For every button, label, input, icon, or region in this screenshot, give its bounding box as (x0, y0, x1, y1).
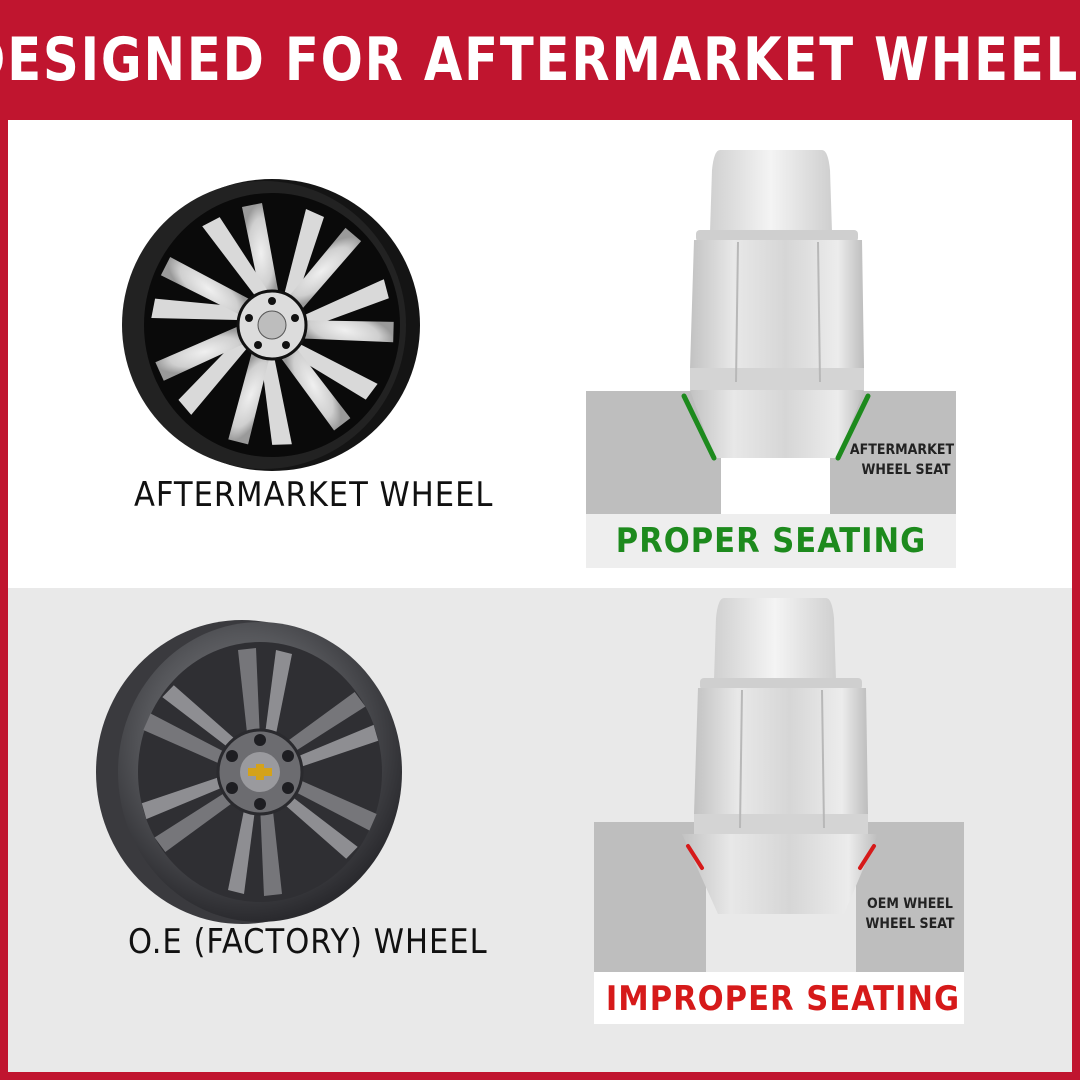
aftermarket-seat-label-line2: WHEEL SEAT (862, 462, 951, 478)
factory-panel: O.E (FACTORY) WHEEL (8, 588, 1072, 1072)
aftermarket-seat-label-line1: AFTERMARKET (850, 442, 955, 458)
oem-seat-label-line2: WHEEL SEAT (866, 916, 955, 932)
aftermarket-panel: AFTERMARKET WHEEL (8, 120, 1072, 588)
proper-seating-label: PROPER SEATING (616, 521, 926, 561)
oem-seat-label-line1: OEM WHEEL (867, 896, 953, 912)
aftermarket-wheel-image (122, 179, 420, 471)
proper-seating-diagram: AFTERMARKET WHEEL SEAT PROPER SEATING (586, 150, 956, 568)
aftermarket-wheel-label: AFTERMARKET WHEEL (134, 475, 494, 515)
page-title: DESIGNED FOR AFTERMARKET WHEELS (0, 25, 1080, 95)
factory-wheel-label: O.E (FACTORY) WHEEL (128, 922, 488, 962)
improper-seating-diagram: OEM WHEEL WHEEL SEAT IMPROPER SEATING (594, 598, 964, 1024)
improper-seating-label: IMPROPER SEATING (606, 979, 960, 1019)
factory-wheel-image (96, 620, 402, 924)
header-banner: DESIGNED FOR AFTERMARKET WHEELS (0, 0, 1080, 120)
